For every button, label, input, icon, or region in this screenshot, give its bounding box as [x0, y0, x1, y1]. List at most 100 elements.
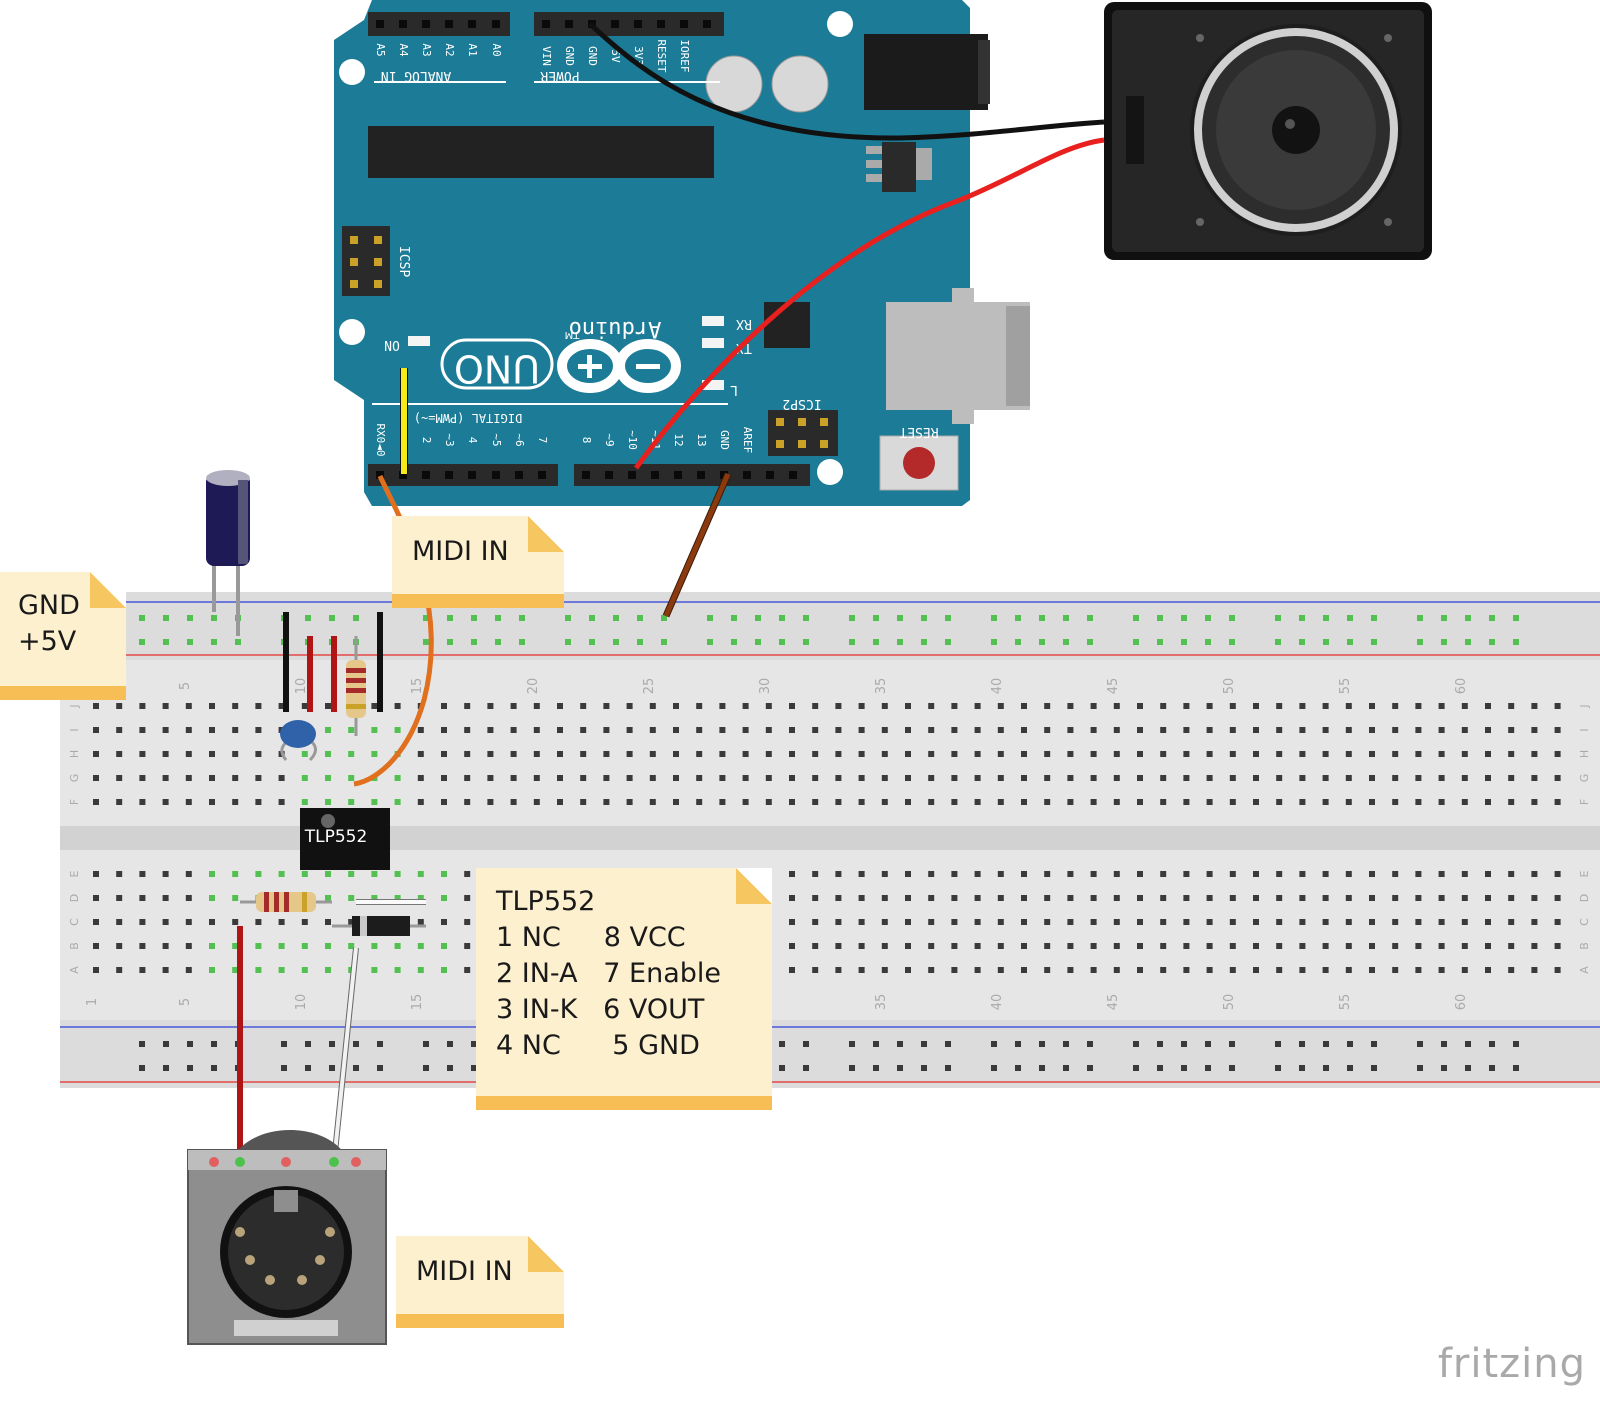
- rail-hole: [1417, 615, 1423, 621]
- breadboard-hole: [835, 919, 842, 925]
- breadboard-hole: [742, 751, 749, 757]
- reset-label: RESET: [899, 424, 938, 439]
- reset-button-cap: [903, 447, 935, 479]
- breadboard-hole: [1369, 943, 1375, 949]
- column-number: 50: [1222, 994, 1237, 1011]
- row-letter: G: [68, 774, 81, 783]
- breadboard-hole: [1299, 967, 1306, 973]
- breadboard-hole: [1160, 727, 1167, 733]
- breadboard-hole: [162, 895, 169, 901]
- column-number: 40: [990, 994, 1005, 1011]
- rail-hole: [1323, 639, 1329, 645]
- voltage-regulator: [882, 142, 916, 192]
- breadboard-hole: [765, 703, 772, 709]
- header-pin: [422, 20, 430, 28]
- breadboard-hole: [1345, 799, 1352, 805]
- rail-hole: [921, 1065, 927, 1071]
- breadboard-hole: [557, 799, 563, 805]
- header-pin: [789, 471, 797, 479]
- breadboard-hole: [928, 775, 935, 781]
- header-pin: [538, 471, 546, 479]
- breadboard-hole: [116, 775, 123, 781]
- breadboard-hole: [301, 871, 308, 877]
- column-number: 35: [874, 678, 889, 695]
- column-number: 40: [990, 678, 1005, 695]
- breadboard-hole: [951, 703, 958, 709]
- breadboard-hole: [1137, 799, 1143, 805]
- breadboard-hole: [1392, 775, 1399, 781]
- breadboard-hole: [928, 751, 935, 757]
- breadboard-hole: [626, 727, 633, 733]
- breadboard-hole: [325, 919, 331, 925]
- rail-hole: [1181, 1041, 1187, 1047]
- breadboard-hole: [1461, 799, 1468, 805]
- breadboard-hole: [1392, 967, 1399, 973]
- breadboard-hole: [510, 727, 517, 733]
- breadboard-hole: [1067, 775, 1074, 781]
- breadboard-hole: [116, 727, 123, 733]
- breadboard-hole: [1090, 895, 1097, 901]
- breadboard-hole: [533, 751, 540, 757]
- breadboard-hole: [1160, 799, 1167, 805]
- rx-led: [702, 316, 724, 326]
- breadboard-hole: [1508, 751, 1515, 757]
- breadboard-hole: [951, 919, 958, 925]
- rail-hole: [447, 1041, 453, 1047]
- breadboard-hole: [185, 943, 192, 949]
- breadboard-hole: [1090, 775, 1097, 781]
- rail-hole: [1015, 1065, 1021, 1071]
- breadboard-hole: [232, 727, 239, 733]
- breadboard-hole: [510, 703, 517, 709]
- breadboard-hole: [1137, 895, 1143, 901]
- breadboard-hole: [232, 895, 239, 901]
- breadboard-hole: [997, 751, 1004, 757]
- breadboard-hole: [1392, 799, 1399, 805]
- breadboard-hole: [1021, 967, 1027, 973]
- column-number: 55: [1338, 678, 1353, 695]
- breadboard-hole: [1276, 751, 1283, 757]
- breadboard-hole: [278, 919, 285, 925]
- rail-hole: [1063, 639, 1069, 645]
- header-pin: [651, 471, 659, 479]
- breadboard-hole: [789, 871, 795, 877]
- breadboard-hole: [1067, 943, 1074, 949]
- breadboard-hole: [1369, 775, 1375, 781]
- rail-hole: [1087, 615, 1093, 621]
- breadboard-hole: [951, 895, 958, 901]
- rail-hole: [1205, 1041, 1211, 1047]
- rail-hole: [1229, 615, 1235, 621]
- breadboard-hole: [278, 799, 285, 805]
- breadboard-hole: [232, 943, 239, 949]
- breadboard-hole: [510, 799, 517, 805]
- breadboard-hole: [1137, 727, 1143, 733]
- breadboard-hole: [673, 799, 679, 805]
- breadboard-hole: [905, 775, 911, 781]
- breadboard-hole: [603, 703, 610, 709]
- rail-hole: [945, 615, 951, 621]
- breadboard-hole: [209, 799, 215, 805]
- breadboard-hole: [696, 703, 703, 709]
- rail-hole: [1275, 639, 1281, 645]
- breadboard-hole: [1021, 751, 1027, 757]
- rail-hole: [281, 1041, 287, 1047]
- breadboard-hole: [1531, 919, 1538, 925]
- icsp-pin: [798, 440, 806, 448]
- breadboard-hole: [1345, 919, 1352, 925]
- header-pin: [611, 20, 619, 28]
- breadboard-hole: [441, 751, 447, 757]
- rail-hole: [377, 1065, 383, 1071]
- breadboard-hole: [1229, 919, 1236, 925]
- breadboard-hole: [1253, 919, 1259, 925]
- header-pin: [743, 471, 751, 479]
- row-letter: E: [68, 870, 81, 877]
- row-letter: F: [68, 799, 81, 805]
- breadboard-hole: [626, 751, 633, 757]
- rail-hole: [1465, 1065, 1471, 1071]
- breadboard-hole: [1369, 871, 1375, 877]
- tx-led: [702, 338, 724, 348]
- breadboard-hole: [1021, 919, 1027, 925]
- breadboard-hole: [533, 775, 540, 781]
- header-pin: [468, 20, 476, 28]
- breadboard-hole: [185, 799, 192, 805]
- breadboard-hole: [1345, 775, 1352, 781]
